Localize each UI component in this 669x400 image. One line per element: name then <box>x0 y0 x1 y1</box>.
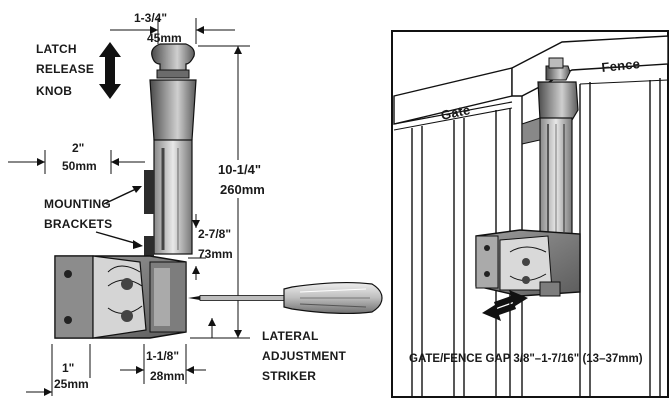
latch-release-label: LATCH RELEASE KNOB <box>36 42 98 98</box>
body-width-metric: 50mm <box>62 159 97 173</box>
double-arrow-vertical-icon <box>99 42 121 99</box>
screwdriver-icon <box>188 281 383 315</box>
body-width-dimension: 2" 50mm <box>8 141 145 174</box>
base-width-imperial: 1" <box>62 361 74 375</box>
offset-metric: 73mm <box>198 247 233 261</box>
striker-width-metric: 28mm <box>150 369 185 383</box>
top-width-imperial: 1-3/4" <box>134 11 167 25</box>
striker-width-dimension: 1-1/8" 28mm <box>120 344 206 384</box>
striker-vertical-arrows <box>208 318 216 338</box>
right-panel: Gate Fence <box>391 30 669 398</box>
fence-label: Fence <box>601 56 641 75</box>
striker-label: LATERAL ADJUSTMENT STRIKER <box>262 329 350 383</box>
mounting-brackets-label: MOUNTING BRACKETS <box>44 197 114 231</box>
latch-body <box>54 43 197 339</box>
base-width-dimension: 1" 25mm <box>26 344 91 396</box>
height-imperial: 10-1/4" <box>218 162 261 177</box>
height-metric: 260mm <box>220 182 265 197</box>
mounted-latch <box>475 57 581 297</box>
offset-dimension: 2-7/8" 73mm <box>188 214 233 280</box>
gap-caption: GATE/FENCE GAP 3/8"–1-7/16" (13–37mm) <box>409 353 643 365</box>
fence-illustration: Fence <box>511 35 669 396</box>
left-panel: LATCH RELEASE KNOB 1-3/4" 45mm <box>8 11 383 396</box>
body-width-imperial: 2" <box>72 141 84 155</box>
top-width-dimension: 1-3/4" 45mm <box>110 11 235 45</box>
top-width-metric: 45mm <box>147 31 182 45</box>
gate-label: Gate <box>440 102 472 123</box>
base-width-metric: 25mm <box>54 377 89 391</box>
striker-width-imperial: 1-1/8" <box>146 349 179 363</box>
height-dimension: 10-1/4" 260mm <box>190 45 265 339</box>
offset-imperial: 2-7/8" <box>198 227 231 241</box>
double-arrow-horizontal-icon <box>482 290 528 321</box>
bracket-pointer-arrows <box>95 186 143 249</box>
